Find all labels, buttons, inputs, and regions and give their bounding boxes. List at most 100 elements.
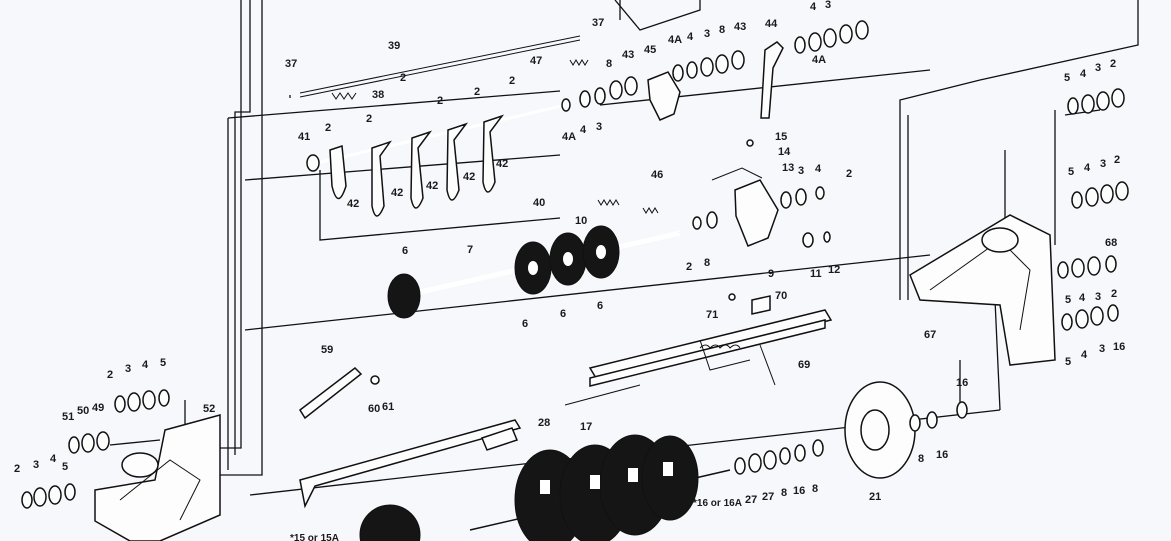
callout-52: 52	[203, 403, 215, 415]
washer-60	[370, 375, 380, 385]
callout-3: 3	[1099, 343, 1105, 355]
callout-46: 46	[651, 169, 663, 181]
callout-4: 4	[580, 124, 587, 136]
callout-37: 37	[285, 58, 297, 70]
washers-lever-9	[692, 186, 831, 248]
callout-4: 4	[815, 163, 822, 175]
drum-note-2: *15 or 15A	[290, 533, 339, 541]
side-plate-52	[94, 414, 221, 541]
bracket-13	[711, 167, 763, 181]
callout-70: 70	[775, 290, 787, 302]
spring-46	[642, 207, 659, 214]
callout-3: 3	[596, 121, 602, 133]
callout-11: 11	[810, 268, 822, 280]
callout-2: 2	[107, 369, 113, 381]
callout-49: 49	[92, 402, 104, 414]
callout-3: 3	[825, 0, 831, 11]
callout-9: 9	[768, 268, 774, 280]
sprockets-6	[387, 225, 620, 319]
frame-69	[564, 309, 833, 406]
washers-right-lower	[1057, 255, 1119, 331]
assembly-lines	[109, 0, 1139, 496]
spring-47	[569, 59, 589, 66]
callout-2: 2	[1111, 288, 1117, 300]
callout-21: 21	[869, 491, 881, 503]
callout-67: 67	[924, 329, 936, 341]
callout-44: 44	[765, 18, 778, 30]
callout-2: 2	[325, 122, 331, 134]
shift-forks	[329, 114, 505, 217]
cam-45	[647, 71, 681, 121]
callout-37: 37	[592, 17, 604, 29]
callout-45: 45	[644, 44, 656, 56]
callout-2: 2	[400, 72, 406, 84]
callout-42: 42	[347, 198, 359, 210]
callout-16: 16	[936, 449, 948, 461]
callout-5: 5	[1068, 166, 1074, 178]
callout-38: 38	[372, 89, 384, 101]
callout-41: 41	[298, 131, 310, 143]
callout-3: 3	[1095, 291, 1101, 303]
type-drums-17	[359, 434, 731, 541]
callout-5: 5	[62, 461, 68, 473]
callout-8: 8	[812, 483, 818, 495]
washer-8-right	[909, 414, 921, 432]
callout-60: 60	[368, 403, 380, 415]
callout-3: 3	[1100, 158, 1106, 170]
callout-4: 4	[810, 1, 817, 13]
washer-16-mid	[956, 401, 968, 419]
callout-15: 15	[775, 131, 787, 143]
callout-6: 6	[522, 318, 528, 330]
spring-38	[331, 92, 357, 100]
callout-4a: 4A	[812, 54, 826, 66]
callout-3: 3	[125, 363, 131, 375]
callout-16: 16	[793, 485, 805, 497]
callout-8: 8	[781, 487, 787, 499]
callout-39: 39	[388, 40, 400, 52]
callout-16: 16	[956, 377, 968, 389]
washers-drum	[734, 439, 824, 475]
callout-14: 14	[778, 146, 791, 158]
callout-2: 2	[14, 463, 20, 475]
callout-8: 8	[606, 58, 612, 70]
callout-4a: 4A	[668, 34, 682, 46]
callout-4: 4	[1081, 349, 1088, 361]
shift-fork-shaft	[306, 98, 571, 172]
callout-4: 4	[1079, 292, 1086, 304]
lever-9	[734, 179, 779, 247]
callout-40: 40	[533, 197, 545, 209]
callout-2: 2	[846, 168, 852, 180]
washer-16-right	[926, 411, 938, 429]
callout-61: 61	[382, 401, 394, 413]
washers-right-upper	[1067, 88, 1129, 209]
callout-5: 5	[1065, 294, 1071, 306]
callout-2: 2	[686, 261, 692, 273]
bar-28	[299, 419, 522, 509]
callout-8: 8	[704, 257, 710, 269]
callout-42: 42	[463, 171, 475, 183]
callout-27: 27	[762, 491, 774, 503]
callout-68: 68	[1105, 237, 1117, 249]
callout-6: 6	[402, 245, 408, 257]
callout-2: 2	[474, 86, 480, 98]
callout-4: 4	[687, 31, 694, 43]
callout-12: 12	[828, 264, 840, 276]
callout-16: 16	[1113, 341, 1125, 353]
callout-43: 43	[622, 49, 634, 61]
callout-27: 27	[745, 494, 757, 506]
callout-13: 13	[782, 162, 794, 174]
callout-7: 7	[467, 244, 473, 256]
washer-stack-upper	[579, 20, 869, 108]
screw-15	[746, 139, 754, 147]
side-plate-67	[909, 214, 1056, 366]
spring-10	[597, 199, 620, 206]
callout-2: 2	[1110, 58, 1116, 70]
callout-28: 28	[538, 417, 550, 429]
callout-43: 43	[734, 21, 746, 33]
callout-5: 5	[1065, 356, 1071, 368]
callout-3: 3	[798, 165, 804, 177]
callout-8: 8	[918, 453, 924, 465]
callout-labels: 37 39 37 38 47 43 8 45 4A 4 3 8 43 44 4 …	[14, 0, 1125, 541]
callout-3: 3	[1095, 62, 1101, 74]
